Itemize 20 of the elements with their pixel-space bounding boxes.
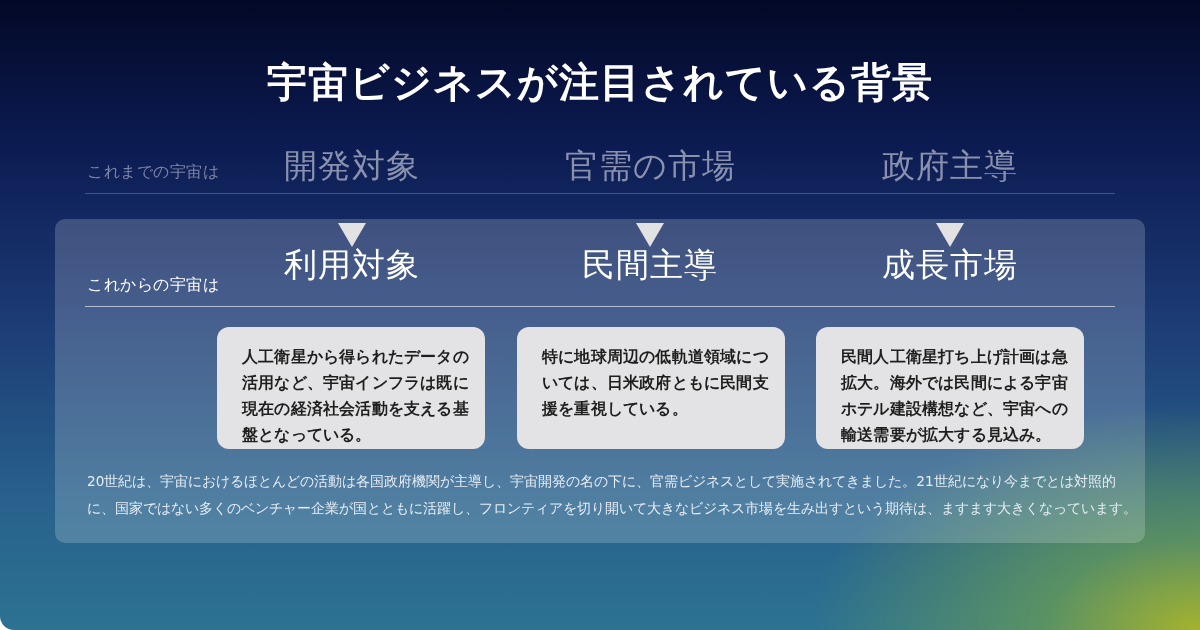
slide-title: 宇宙ビジネスが注目されている背景 — [267, 58, 933, 106]
text-card — [517, 327, 785, 449]
text-card — [816, 327, 1084, 449]
arrow — [936, 223, 964, 247]
row-label: これまでの宇宙は — [87, 162, 219, 182]
term-label: 成長市場 — [882, 247, 1018, 282]
row-label: これからの宇宙は — [87, 275, 219, 295]
term-label: 民間主導 — [582, 247, 718, 282]
arrow — [338, 223, 366, 247]
term-label: 開発対象 — [284, 146, 420, 186]
card-text: 特に地球周辺の低軌道領域については、日米政府ともに民間支援を重視している。 — [542, 347, 770, 420]
term-label: 政府主導 — [882, 146, 1018, 186]
term-label: 官需の市場 — [564, 146, 736, 186]
card-text: 人工衛星から得られたデータの活用など、宇宙インフラは既に現在の経済社会活動を支える基盤となっている。 — [242, 347, 470, 446]
arrow — [636, 223, 664, 247]
term-label: 利用対象 — [284, 247, 420, 282]
text-card — [217, 327, 485, 449]
content-panel — [55, 219, 1145, 543]
paragraph: 20世紀は、宇宙におけるほとんどの活動は各国政府機関が主導し、宇宙開発の名の下に、官需ビジネスとして実施されてきました。21世紀になり今までとは対照的に、国家ではない多くのベンチャー企業が国とともに活躍し、フロンティアを切り開いて大きなビジネス市場を生み出すという期待は、ますます大きくなっています。 — [87, 472, 1138, 518]
card-text: 民間人工衛星打ち上げ計画は急拡大。海外では民間による宇宙ホテル建設構想など、宇宙への輸送需要が拡大する見込み。 — [841, 347, 1069, 446]
